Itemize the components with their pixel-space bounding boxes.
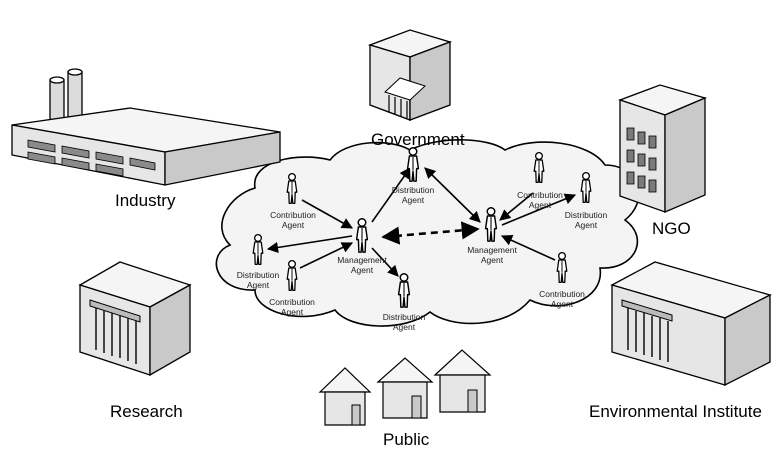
label-contribution-right-bottom-1: Contribution: [539, 289, 585, 299]
industry-building: [11, 68, 281, 186]
agent-icon-contribution-left-top: [286, 173, 298, 205]
label-management-left-2: Agent: [351, 265, 374, 275]
house-3: [433, 349, 492, 413]
label-ngo: NGO: [652, 219, 691, 238]
label-management-right-1: Management: [467, 245, 517, 255]
label-distribution-right-1: Distribution: [565, 210, 608, 220]
label-distribution-left-1: Distribution: [237, 270, 280, 280]
government-building: [367, 29, 453, 121]
label-management-left-1: Management: [337, 255, 387, 265]
agent-icon-management-left: [355, 218, 369, 253]
label-contribution-left-top-2: Agent: [282, 220, 305, 230]
label-industry: Industry: [115, 191, 176, 210]
label-public: Public: [383, 430, 430, 449]
agent-icon-management-right: [484, 207, 498, 242]
ngo-building: [618, 84, 707, 213]
label-management-right-2: Agent: [481, 255, 504, 265]
agent-icon-contribution-right-bottom: [556, 252, 568, 284]
arrow-mgmt-to-distribution-left: [266, 235, 353, 253]
public-houses: [318, 349, 492, 426]
label-contribution-left-top-1: Contribution: [270, 210, 316, 220]
label-distribution-bottom-1: Distribution: [383, 312, 426, 322]
environmental-institute-building: [610, 261, 772, 387]
connection-arrows: [266, 167, 577, 277]
label-distribution-left-2: Agent: [247, 280, 270, 290]
stakeholder-labels: Government Industry NGO Research Environ…: [110, 130, 762, 449]
agent-labels: Distribution Agent Contribution Agent Di…: [237, 185, 608, 332]
label-contribution-left-bottom-1: Contribution: [269, 297, 315, 307]
agent-icon-distribution-left: [252, 234, 264, 266]
arrow-mgmt-dashed-link: [381, 221, 480, 245]
agent-icon-distribution-bottom: [397, 273, 411, 308]
label-government: Government: [371, 130, 465, 149]
label-distribution-top-1: Distribution: [392, 185, 435, 195]
label-distribution-top-2: Agent: [402, 195, 425, 205]
label-environmental-institute: Environmental Institute: [589, 402, 762, 421]
house-2: [376, 357, 434, 419]
agent-icon-distribution-top: [406, 147, 420, 182]
label-research: Research: [110, 402, 183, 421]
label-contribution-right-bottom-2: Agent: [551, 299, 574, 309]
arrow-contribution-right-bottom-to-mgmt: [500, 235, 556, 261]
arrow-contribution-bottom-to-mgmt: [299, 242, 354, 269]
arrow-distribution-top-to-mgmt-right: [424, 167, 481, 223]
house-1: [318, 367, 372, 426]
arrow-mgmt-to-distribution-bottom: [371, 247, 399, 277]
label-contribution-right-top-1: Contribution: [517, 190, 563, 200]
agent-icon-contribution-right-top: [533, 152, 545, 184]
label-distribution-bottom-2: Agent: [393, 322, 416, 332]
arrow-contribution-top-to-mgmt: [301, 199, 353, 229]
agent-icon-distribution-right: [580, 172, 592, 204]
agent-icon-contribution-left-bottom: [286, 260, 298, 292]
research-building: [78, 261, 192, 377]
label-contribution-right-top-2: Agent: [529, 200, 552, 210]
arrow-contribution-right-top-to-mgmt: [499, 192, 534, 221]
label-distribution-right-2: Agent: [575, 220, 598, 230]
label-contribution-left-bottom-2: Agent: [281, 307, 304, 317]
arrow-mgmt-to-distribution-top: [371, 167, 411, 223]
arrow-mgmt-right-to-distribution-right: [501, 193, 577, 226]
